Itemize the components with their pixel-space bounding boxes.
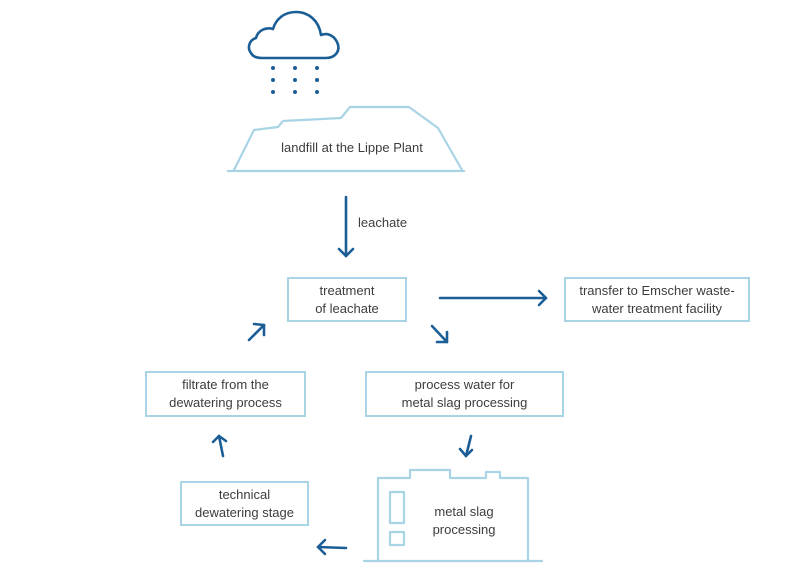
arrow-to-metal-slag bbox=[458, 434, 474, 458]
metal-slag-line-2: processing bbox=[432, 522, 496, 537]
leachate-label: leachate bbox=[358, 215, 408, 230]
landfill-label: landfill at the Lippe Plant bbox=[281, 140, 423, 155]
arrow-to-transfer bbox=[438, 289, 548, 307]
process-water-line-1: process water for bbox=[414, 377, 515, 392]
process-water-box: process water for metal slag processing bbox=[365, 371, 564, 417]
arrow-to-filtrate bbox=[211, 434, 228, 458]
treatment-box: treatment of leachate bbox=[287, 277, 407, 322]
treatment-line-2: of leachate bbox=[315, 300, 379, 316]
rain-cloud-icon bbox=[247, 10, 340, 60]
leachate-arrow bbox=[337, 195, 355, 258]
transfer-box: transfer to Emscher waste- water treatme… bbox=[564, 277, 750, 322]
dewatering-box: technical dewatering stage bbox=[180, 481, 309, 526]
metal-slag-plant-icon bbox=[362, 468, 544, 563]
transfer-line-2: water treatment facility bbox=[591, 300, 723, 316]
treatment-line-1: treatment bbox=[319, 282, 375, 298]
metal-slag-line-1: metal slag bbox=[434, 504, 494, 519]
rain-drops bbox=[271, 66, 319, 94]
landfill-icon bbox=[226, 105, 466, 173]
dewatering-line-1: technical bbox=[218, 486, 271, 502]
process-water-line-2: metal slag processing bbox=[401, 395, 528, 410]
metal-slag-label: metal slag processing bbox=[414, 503, 514, 539]
filtrate-line-1: filtrate from the bbox=[182, 377, 269, 392]
arrow-to-treatment bbox=[247, 322, 266, 342]
filtrate-line-2: dewatering process bbox=[169, 395, 282, 410]
dewatering-line-2: dewatering stage bbox=[194, 504, 294, 520]
filtrate-box: filtrate from the dewatering process bbox=[145, 371, 306, 417]
arrow-to-process-water bbox=[430, 324, 449, 344]
transfer-line-1: transfer to Emscher waste- bbox=[579, 282, 735, 298]
arrow-to-dewatering bbox=[316, 538, 348, 556]
